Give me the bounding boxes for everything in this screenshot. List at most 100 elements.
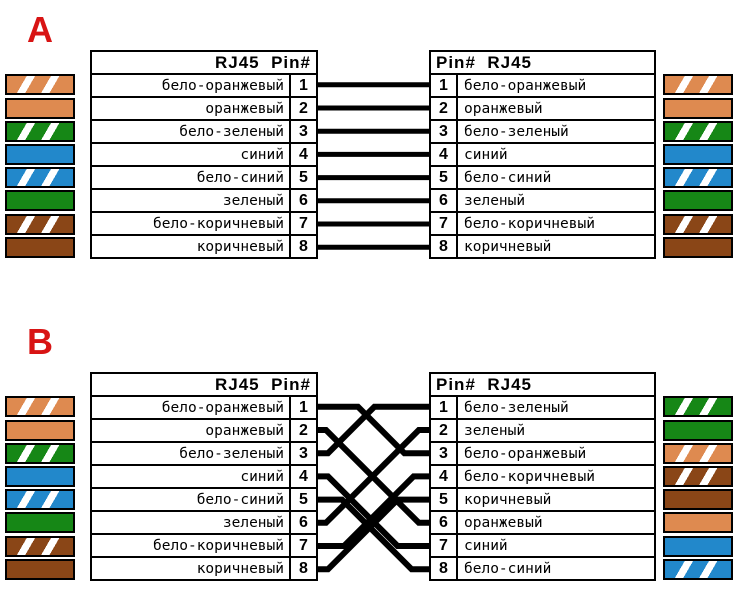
pin-number: 3 — [289, 443, 316, 464]
wire-name: бело-оранжевый — [161, 77, 284, 94]
wire-name: коричневый — [196, 238, 284, 255]
wire-name: синий — [240, 146, 284, 163]
wire-color-swatch-right-2 — [663, 419, 733, 441]
wire-color-swatch-left-1 — [5, 74, 75, 96]
wire-name: синий — [240, 468, 284, 485]
table-row: 4 бело-коричневый — [431, 464, 654, 487]
diagram-b-label: B — [27, 321, 53, 362]
pin-number: 4 — [431, 144, 458, 165]
diagram-a-label: A — [27, 9, 53, 50]
wire-color-swatch-right-5 — [663, 167, 733, 189]
table-row: синий 4 — [92, 464, 316, 487]
wire-name: зеленый — [222, 514, 284, 531]
pin-number: 8 — [289, 236, 316, 257]
wire-name: коричневый — [464, 238, 552, 255]
table-header-row: Pin# RJ45 — [431, 374, 654, 395]
table-row: зеленый 6 — [92, 188, 316, 211]
pin-number: 2 — [289, 98, 316, 119]
wire-name: бело-зеленый — [179, 123, 284, 140]
wire-color-swatch-left-3 — [5, 442, 75, 464]
wire-color-swatch-right-3 — [663, 442, 733, 464]
pin-number: 5 — [289, 489, 316, 510]
table-row: 7 бело-коричневый — [431, 211, 654, 234]
pin-number: 5 — [431, 489, 458, 510]
wire-pin4-to-pin7 — [316, 473, 431, 549]
pin-number: 7 — [289, 535, 316, 556]
wire-name: бело-синий — [196, 491, 284, 508]
table-row: бело-синий 5 — [92, 487, 316, 510]
pin-number: 8 — [289, 558, 316, 579]
wire-name: бело-коричневый — [464, 215, 595, 232]
wire-color-swatch-right-7 — [663, 535, 733, 557]
wire-name: бело-зеленый — [464, 399, 569, 416]
wire-name: бело-зеленый — [179, 445, 284, 462]
pin-number: 6 — [289, 190, 316, 211]
wire-pin8-to-pin5 — [316, 496, 431, 573]
pin-number: 5 — [289, 167, 316, 188]
table-header-row: Pin# RJ45 — [431, 52, 654, 73]
wire-name: бело-синий — [464, 560, 552, 577]
wire-color-swatch-right-8 — [663, 558, 733, 580]
wire-name: коричневый — [464, 491, 552, 508]
wire-pin1-to-pin3 — [316, 403, 431, 457]
wire-color-swatch-right-1 — [663, 74, 733, 96]
pin-number: 7 — [431, 213, 458, 234]
table-header-row: RJ45 Pin# — [92, 374, 316, 395]
pin-number: 4 — [431, 466, 458, 487]
wire-name: бело-коричневый — [464, 468, 595, 485]
table-row: бело-зеленый 3 — [92, 441, 316, 464]
wire-color-swatch-left-2 — [5, 97, 75, 119]
table-header-row: RJ45 Pin# — [92, 52, 316, 73]
wire-name: зеленый — [464, 422, 526, 439]
wire-color-swatch-left-6 — [5, 190, 75, 212]
wire-name: бело-коричневый — [153, 215, 284, 232]
table-row: 5 коричневый — [431, 487, 654, 510]
wire-color-swatch-right-1 — [663, 396, 733, 418]
wire-color-swatch-left-3 — [5, 120, 75, 142]
wire-name: бело-оранжевый — [464, 445, 587, 462]
pin-number: 4 — [289, 466, 316, 487]
wire-name: бело-коричневый — [153, 537, 284, 554]
wires-diagram-A — [316, 82, 431, 250]
pin-number: 7 — [289, 213, 316, 234]
wire-color-swatch-left-4 — [5, 465, 75, 487]
wire-color-swatch-left-6 — [5, 512, 75, 534]
table-header: RJ45 Pin# — [215, 52, 311, 72]
pin-number: 3 — [431, 443, 458, 464]
pin-number: 1 — [431, 397, 458, 418]
table-header: RJ45 Pin# — [215, 374, 311, 394]
pin-number: 2 — [289, 420, 316, 441]
pin-number: 1 — [431, 75, 458, 96]
wire-color-swatch-left-5 — [5, 167, 75, 189]
pin-number: 7 — [431, 535, 458, 556]
pin-number: 2 — [431, 98, 458, 119]
wire-color-swatch-right-3 — [663, 120, 733, 142]
wire-color-swatch-right-5 — [663, 489, 733, 511]
wire-name: коричневый — [196, 560, 284, 577]
wire-color-swatch-left-8 — [5, 236, 75, 258]
pin-number: 3 — [431, 121, 458, 142]
wire-name: синий — [464, 537, 508, 554]
wire-name: зеленый — [222, 192, 284, 209]
table-row: бело-зеленый 3 — [92, 119, 316, 142]
pin-number: 3 — [289, 121, 316, 142]
wire-pin6-to-pin2 — [316, 427, 431, 526]
wire-color-swatch-left-7 — [5, 535, 75, 557]
wire-color-swatch-right-6 — [663, 512, 733, 534]
